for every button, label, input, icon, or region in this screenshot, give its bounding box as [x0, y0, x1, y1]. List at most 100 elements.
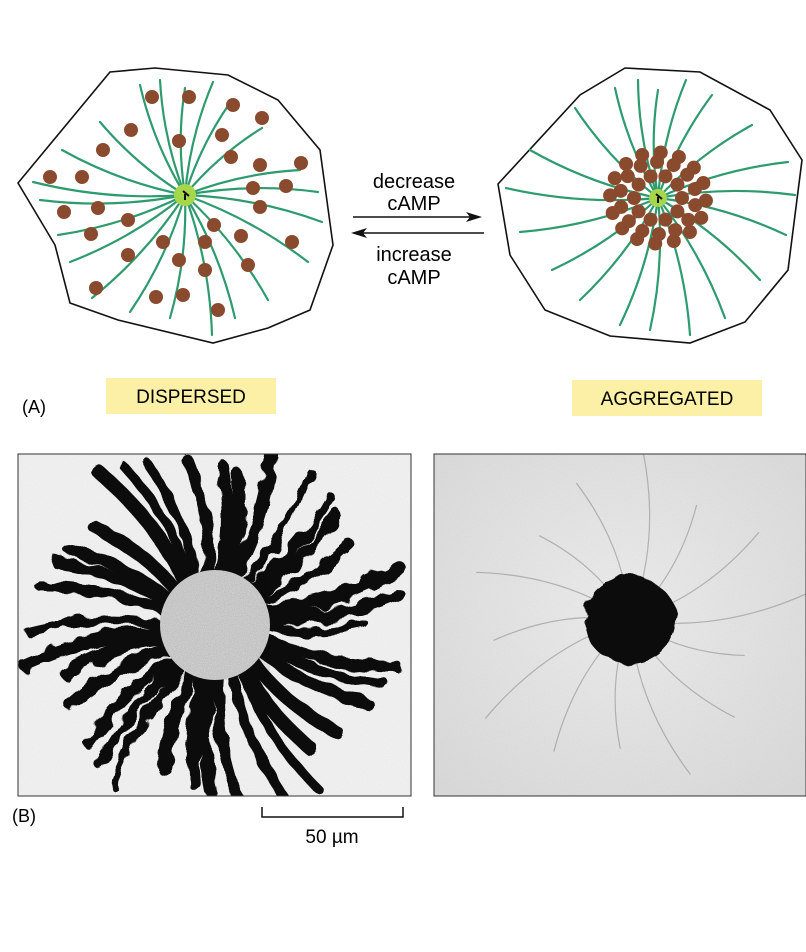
aggregated-label-highlight [572, 380, 762, 416]
dispersed-pigment-granule [145, 90, 159, 104]
dispersed-pigment-granule [279, 179, 293, 193]
aggregated-microtubule [528, 148, 660, 200]
aggregated-microtubule [618, 196, 660, 327]
dispersed-microtubule [128, 193, 187, 314]
aggregated-microtubule [573, 106, 660, 200]
aggregated-microtubule [656, 160, 790, 200]
dispersed-microtubule [183, 193, 270, 302]
micrograph-aggregated [434, 454, 806, 796]
aggregated-pigment-granule [682, 225, 697, 240]
dispersed-pigment-granule [57, 205, 71, 219]
dispersed-pigment-granule [91, 201, 105, 215]
dispersed-cell [17, 67, 334, 344]
dispersed-label-highlight [106, 378, 276, 414]
transition-arrows: decrease cAMP increase cAMP [351, 171, 484, 289]
dispersed-microtubule [90, 193, 187, 300]
dispersed-pigment-granule [124, 123, 138, 137]
micrograph-dispersed [18, 454, 411, 796]
scale-bar-label: 50 µm [305, 827, 358, 848]
aggregated-pigment-granule [686, 160, 701, 175]
dispersed-pigment-granule [253, 200, 267, 214]
dispersed-pigment-granule [198, 235, 212, 249]
dispersed-pigment-granule [285, 235, 299, 249]
aggregated-pigment-granule [681, 212, 696, 227]
dispersed-pigment-granule [226, 98, 240, 112]
dispersed-pigment-granule [172, 134, 186, 148]
dispersed-pigment-granule [96, 143, 110, 157]
aggregated-pigment-granule [643, 169, 658, 184]
dispersed-pigment-granule [234, 229, 248, 243]
aggregated-pigment-granule [630, 232, 645, 247]
dispersed-microtubule [138, 83, 187, 197]
dispersed-pigment-granule [89, 281, 103, 295]
aggregated-pigment-granule [627, 191, 641, 205]
dispersed-centriole [182, 190, 190, 200]
aggregated-microtubule [652, 88, 660, 200]
dispersed-pigment-granule [224, 150, 238, 164]
dispersed-pigment-granule [156, 235, 170, 249]
aggregated-pigment-granules [603, 145, 713, 251]
forward-arrow-label-line2: cAMP [387, 193, 440, 215]
aggregated-pigment-granule [631, 177, 646, 192]
aggregated-microtubule [550, 196, 660, 272]
dispersed-pigment-granule [121, 213, 135, 227]
aggregated-pigment-granule [675, 191, 689, 205]
aggregated-pigment-granule [635, 147, 650, 162]
aggregated-pigment-granule [648, 236, 663, 251]
dispersed-pigment-granule [241, 258, 255, 272]
aggregated-pigment-granule [605, 206, 620, 221]
aggregated-pigment-granule [668, 223, 683, 238]
aggregated-microtubule [656, 93, 714, 200]
aggregated-pigment-granule [670, 177, 685, 192]
aggregated-pigment-granule [653, 145, 668, 160]
aggregated-microtubule [656, 196, 727, 320]
dispersed-microtubule [60, 148, 187, 197]
dispersed-pigment-granule [294, 156, 308, 170]
aggregated-pigment-granule [694, 210, 709, 225]
aggregated-microtubule [656, 196, 692, 337]
panel-b-label: (B) [12, 806, 36, 826]
dispersed-microtubule [38, 193, 187, 205]
dispersed-label: DISPERSED [136, 387, 246, 408]
dispersed-pigment-granule [172, 253, 186, 267]
aggregated-microtubule [656, 123, 754, 200]
dispersed-pigment-granule [43, 170, 57, 184]
aggregated-pigment-granule [613, 183, 628, 198]
dispersed-pigment-granule [149, 290, 163, 304]
scale-bar: 50 µm [261, 807, 404, 848]
aggregated-pigment-granule [671, 149, 686, 164]
aggregated-pigment-granule [696, 175, 711, 190]
dispersed-microtubules [31, 78, 324, 337]
dispersed-microtubule [183, 80, 215, 197]
dispersed-microtubule [158, 78, 187, 197]
aggregated-microtubule [578, 196, 660, 302]
aggregated-microtubules [504, 78, 797, 337]
aggregated-pigment-granule [633, 158, 648, 173]
aggregated-centriole [655, 193, 663, 203]
aggregated-pigment-granule [615, 221, 630, 236]
aggregated-pigment-granule [670, 204, 685, 219]
dispersed-microtubule [183, 193, 237, 320]
aggregated-microtubule [613, 86, 660, 200]
dispersed-microtubule [183, 98, 234, 197]
aggregated-pigment-granule [688, 198, 703, 213]
dispersed-pigment-granule [182, 90, 196, 104]
dispersed-pigment-granule [253, 158, 267, 172]
aggregated-pigment-granule [698, 193, 713, 208]
dispersed-microtubule [98, 120, 187, 197]
dispersed-pigment-granule [255, 111, 269, 125]
forward-arrow-head [466, 212, 482, 222]
dispersed-microtubule [31, 180, 187, 198]
aggregated-pigment-granule [619, 156, 634, 171]
aggregated-microtubule [518, 196, 660, 234]
dispersed-microtubule [68, 193, 187, 264]
dispersed-pigment-granule [246, 181, 260, 195]
dispersed-pigment-granule [211, 303, 225, 317]
dispersed-pigment-granule [84, 227, 98, 241]
dispersed-microtubule [183, 168, 302, 197]
micrograph-dispersed-frame [17, 453, 412, 797]
dispersed-pigment-granule [121, 248, 135, 262]
forward-arrow-label-line1: decrease [373, 171, 455, 193]
aggregated-pigment-granule [658, 169, 673, 184]
